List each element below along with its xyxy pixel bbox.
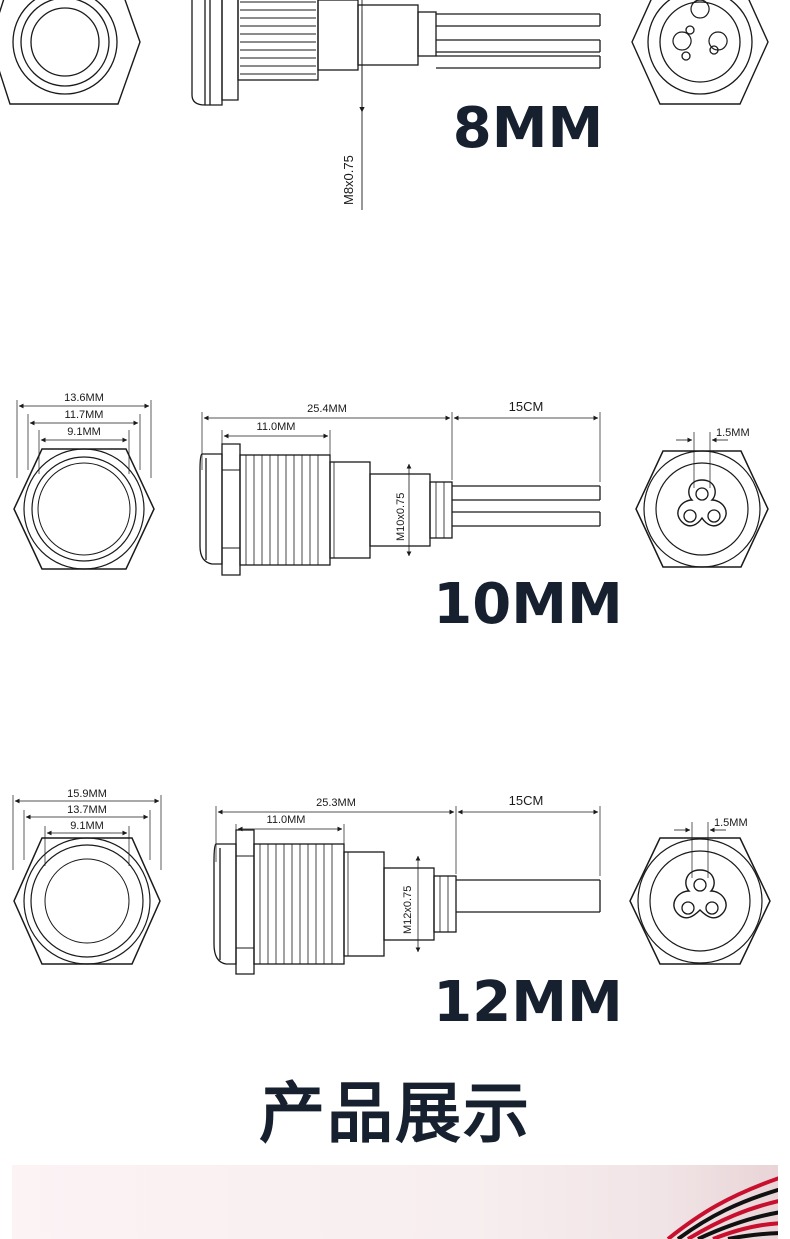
rear-view-12mm xyxy=(629,822,771,965)
thread-length-dim-12mm: 11.0MM xyxy=(267,814,306,826)
thread-label-10mm: M10x0.75 xyxy=(395,493,407,541)
thread-12mm xyxy=(259,844,333,964)
front-outer-dim-10mm: 13.6MM xyxy=(64,392,104,404)
front-middle-dim-10mm: 11.7MM xyxy=(65,409,104,421)
front-outer-dim-12mm: 15.9MM xyxy=(67,788,107,800)
cable-bundle-image xyxy=(666,1176,778,1239)
thread-label-12mm: M12x0.75 xyxy=(402,886,414,934)
section-12mm: 15.9MM 13.7MM 9.1MM 25.3MM 11.0MM xyxy=(12,788,771,1035)
thread-length-dim-10mm: 11.0MM xyxy=(257,421,296,433)
front-view-10mm xyxy=(13,400,155,570)
front-view-12mm xyxy=(12,795,162,965)
size-label-10mm: 10MM xyxy=(433,572,622,637)
rear-view-10mm xyxy=(635,432,769,568)
total-length-dim-12mm: 25.3MM xyxy=(316,797,356,809)
product-display-title: 产品展示 xyxy=(259,1075,531,1152)
front-middle-dim-12mm: 13.7MM xyxy=(67,804,107,816)
thread-8mm xyxy=(240,1,316,75)
pin-width-dim-12mm: 1.5MM xyxy=(714,817,748,829)
pin-width-dim-10mm: 1.5MM xyxy=(716,427,750,439)
thread-10mm xyxy=(245,455,319,565)
rear-view-8mm xyxy=(631,0,769,105)
front-view-8mm xyxy=(0,0,141,105)
section-10mm: 13.6MM 11.7MM 9.1MM xyxy=(13,392,769,637)
thread-label-8mm: M8x0.75 xyxy=(341,155,356,205)
front-inner-dim-12mm: 9.1MM xyxy=(70,820,104,832)
side-view-8mm xyxy=(191,0,601,210)
front-inner-dim-10mm: 9.1MM xyxy=(67,426,101,438)
technical-drawing: 8MM M8x0.75 13.6MM 11.7MM 9.1MM xyxy=(0,0,771,1035)
side-view-12mm xyxy=(213,806,601,975)
cable-length-dim-12mm: 15CM xyxy=(509,793,544,808)
cable-length-dim-10mm: 15CM xyxy=(509,399,544,414)
section-8mm xyxy=(0,0,769,210)
product-photo-strip xyxy=(12,1165,778,1239)
side-view-10mm xyxy=(199,412,601,576)
size-label-12mm: 12MM xyxy=(433,970,622,1035)
size-label-8mm: 8MM xyxy=(453,96,603,161)
total-length-dim-10mm: 25.4MM xyxy=(307,403,347,415)
